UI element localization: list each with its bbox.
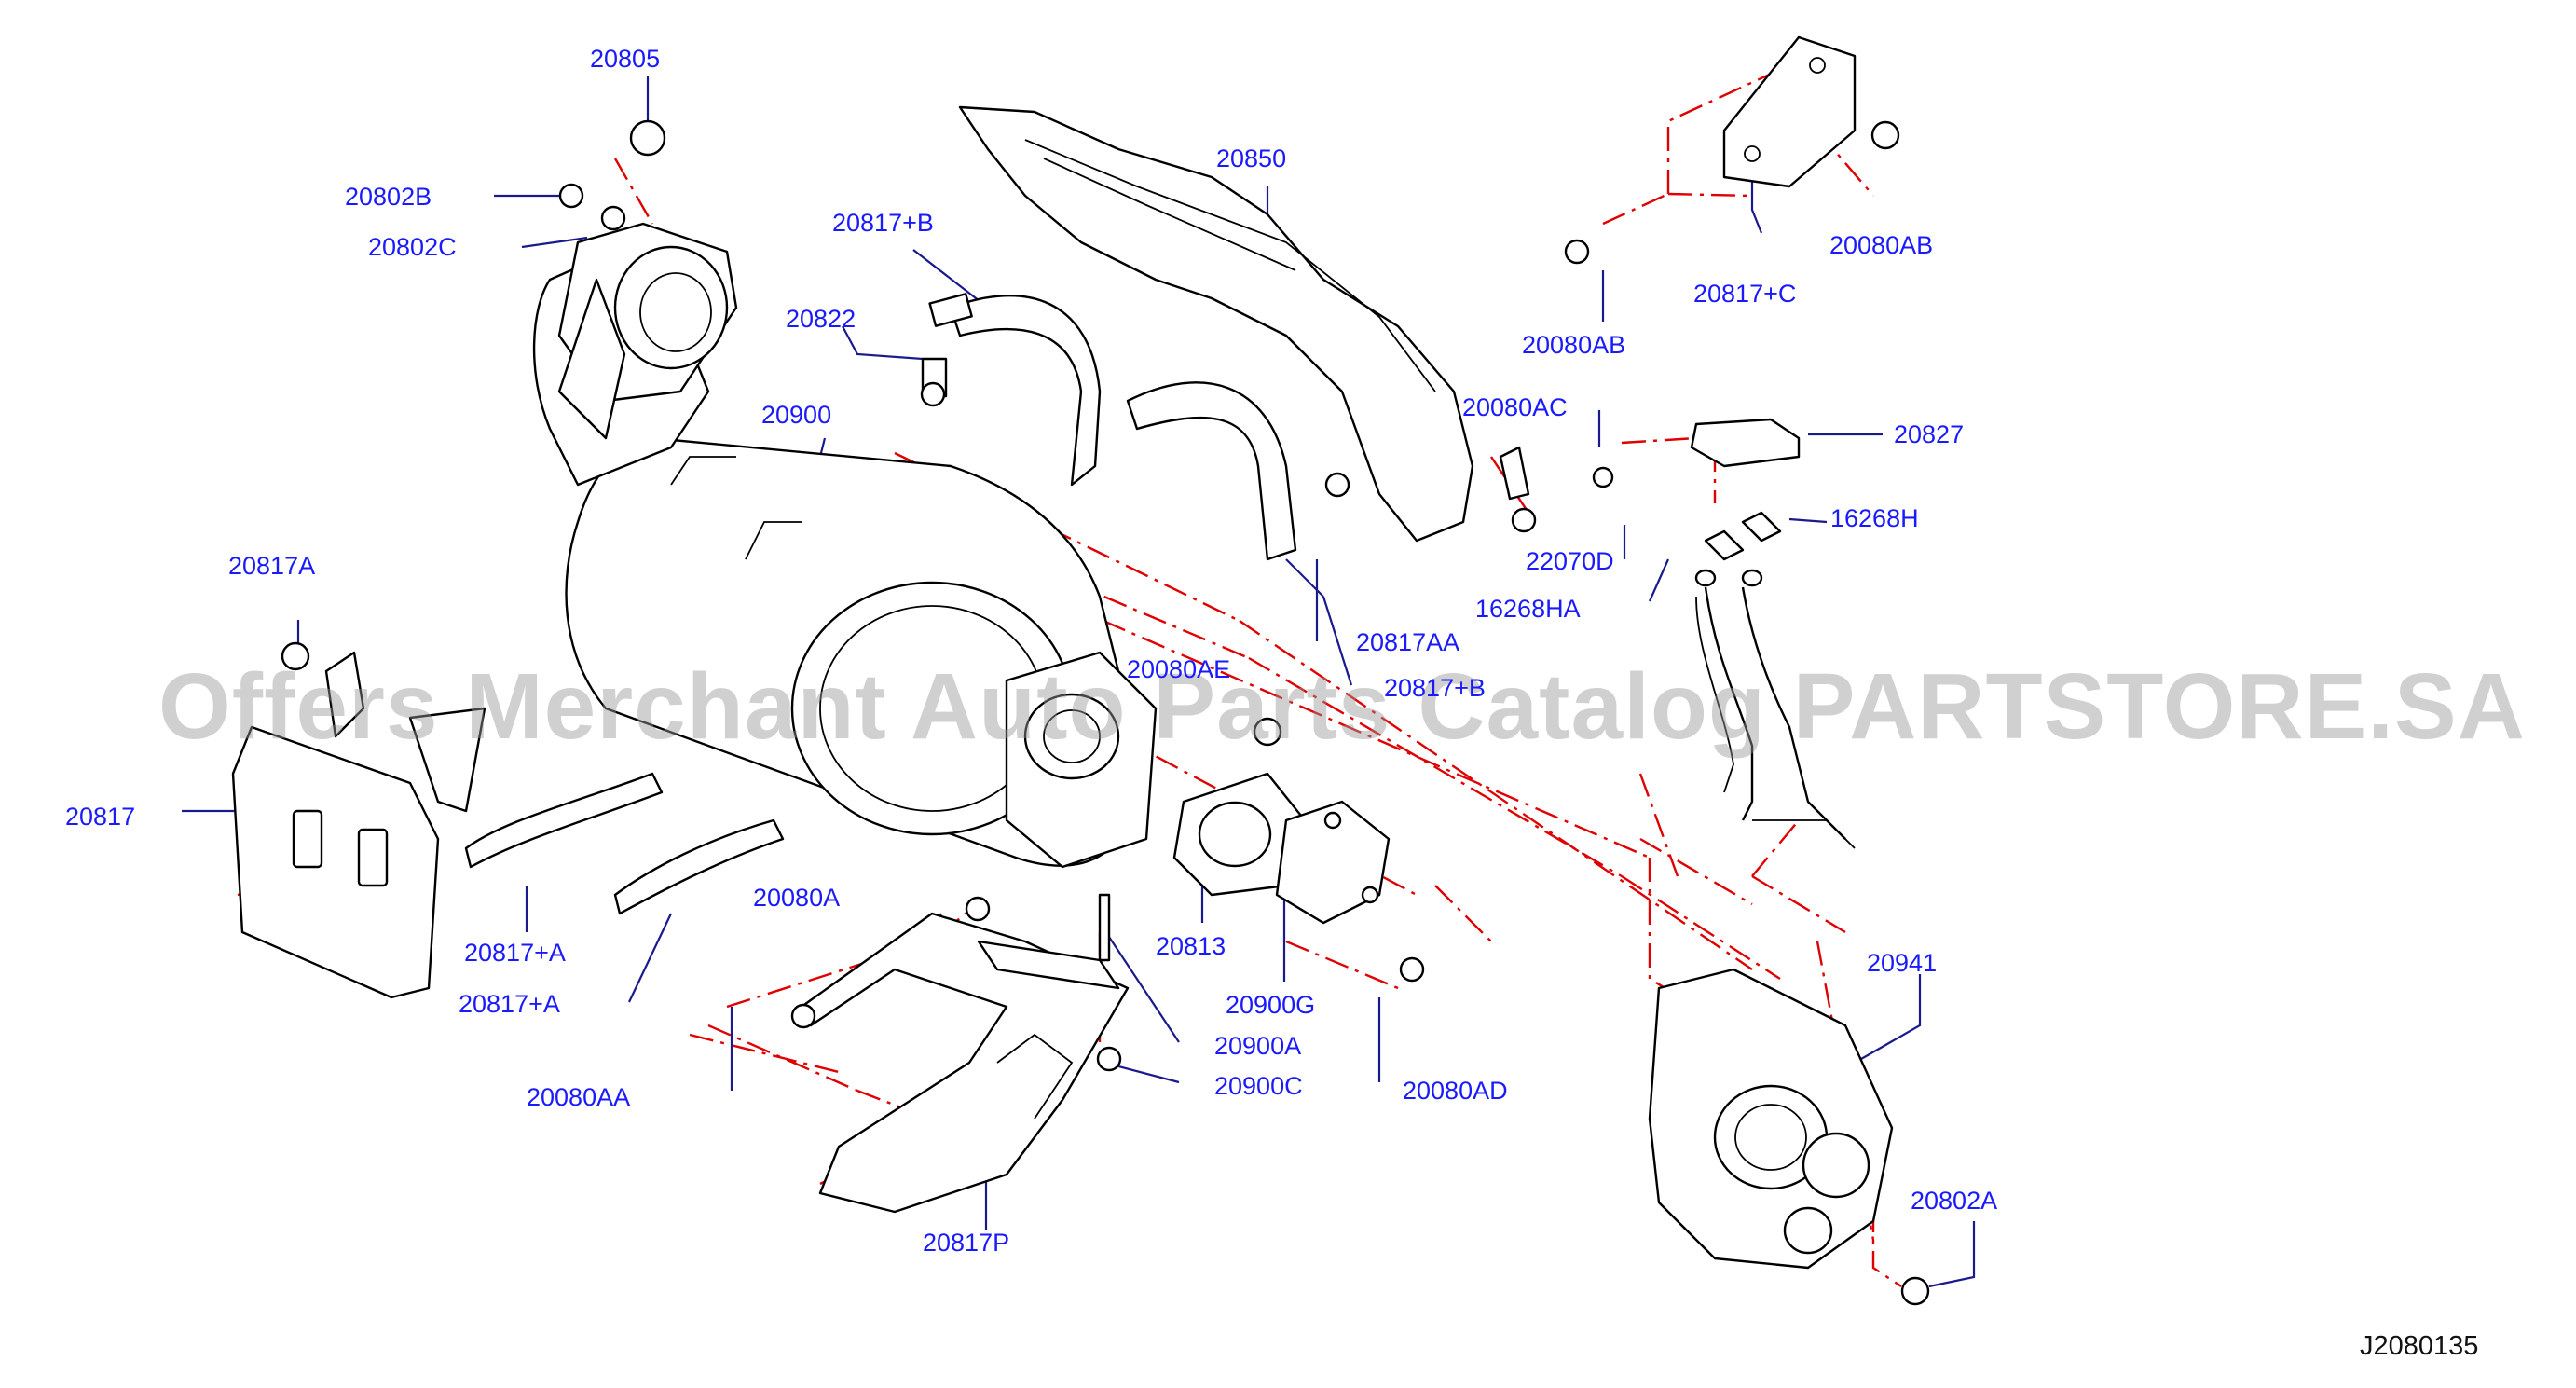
part-label-20080AD[interactable]: 20080AD [1403, 1077, 1508, 1105]
part-label-20080AB-left[interactable]: 20080AB [1522, 331, 1626, 359]
part-label-20817P[interactable]: 20817P [923, 1229, 1010, 1257]
part-label-20850[interactable]: 20850 [1216, 144, 1287, 172]
part-label-20817C[interactable]: 20817+C [1693, 280, 1797, 308]
part-label-20827[interactable]: 20827 [1894, 420, 1965, 448]
turbo-housing [1648, 968, 1894, 1270]
part-label-20817B-top[interactable]: 20817+B [832, 209, 934, 237]
fasteners [281, 119, 1930, 1306]
part-label-16268H[interactable]: 16268H [1830, 504, 1919, 532]
part-label-20802B[interactable]: 20802B [345, 183, 432, 211]
part-label-20941[interactable]: 20941 [1867, 949, 1938, 977]
part-label-20802A[interactable]: 20802A [1911, 1187, 1998, 1215]
part-label-20080A[interactable]: 20080A [753, 884, 841, 912]
diagram-id: J2080135 [2360, 1331, 2479, 1361]
part-label-20817plusA-2[interactable]: 20817+A [459, 990, 560, 1018]
part-label-20900[interactable]: 20900 [761, 401, 832, 429]
bracket-20817P [800, 912, 1130, 1214]
watermark-text: Offers Merchant Auto Parts Catalog PARTS… [158, 654, 2526, 759]
part-label-20900C[interactable]: 20900C [1214, 1072, 1303, 1100]
part-label-20080AE[interactable]: 20080AE [1127, 655, 1231, 683]
part-label-20817A[interactable]: 20817A [228, 552, 316, 580]
part-label-20817plusA-1[interactable]: 20817+A [464, 939, 566, 967]
part-label-20822[interactable]: 20822 [786, 305, 856, 333]
bracket-20817 [231, 651, 486, 999]
straps [464, 293, 1297, 915]
part-label-20813[interactable]: 20813 [1156, 932, 1226, 960]
gaskets [1172, 772, 1391, 925]
part-label-20900A[interactable]: 20900A [1214, 1032, 1302, 1060]
pressure-sensor [1690, 418, 1856, 849]
part-label-20802C[interactable]: 20802C [368, 233, 457, 261]
heat-shield [958, 105, 1474, 543]
part-label-16268HA[interactable]: 16268HA [1475, 595, 1581, 623]
part-label-20817[interactable]: 20817 [65, 803, 136, 831]
part-label-20805[interactable]: 20805 [590, 45, 661, 73]
bracket-20817C [1722, 35, 1857, 188]
part-label-20817B-mid[interactable]: 20817+B [1384, 674, 1486, 702]
part-label-20817AA[interactable]: 20817AA [1356, 628, 1460, 656]
part-label-20080AC[interactable]: 20080AC [1462, 393, 1568, 421]
part-label-20080AA[interactable]: 20080AA [527, 1083, 631, 1111]
part-label-20900G[interactable]: 20900G [1226, 991, 1316, 1019]
part-label-22070D[interactable]: 22070D [1526, 547, 1614, 575]
dpf-assembly [532, 222, 1158, 869]
part-label-20080AB-right[interactable]: 20080AB [1829, 231, 1934, 259]
